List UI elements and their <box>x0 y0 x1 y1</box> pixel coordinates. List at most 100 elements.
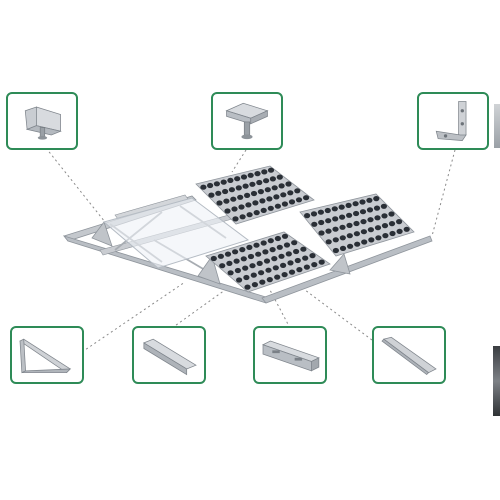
leg-left-front <box>91 221 113 247</box>
panel-cell <box>281 233 289 239</box>
panel-cell <box>246 212 253 218</box>
panel-cell <box>309 253 316 259</box>
panel-cell <box>388 221 396 227</box>
panel-cell <box>332 247 339 254</box>
panel-cell <box>280 262 287 268</box>
panel-cell <box>283 242 291 248</box>
leg-right-front <box>329 253 351 275</box>
panel-cell <box>294 257 301 264</box>
panel-cell <box>345 202 352 208</box>
panel-cell <box>257 189 264 195</box>
panel-cell <box>276 174 283 180</box>
panel-cell <box>288 199 296 205</box>
panel-cell <box>235 185 242 191</box>
panel-cell <box>271 256 278 262</box>
panel-cell <box>381 223 389 229</box>
panel-cell <box>388 211 395 217</box>
panel-cell <box>220 179 227 185</box>
panel-cell <box>381 213 388 219</box>
panel-cell <box>249 181 256 187</box>
panel-cell <box>267 167 275 173</box>
panel-cell <box>261 169 268 175</box>
panel-cell <box>219 263 226 269</box>
ground-frame <box>62 194 433 304</box>
panel-cell <box>303 264 310 270</box>
panel-cell <box>311 262 318 268</box>
callout-angle-rail <box>132 326 206 384</box>
panel-cell <box>210 255 217 262</box>
panel-cell <box>260 240 267 246</box>
panel-cell <box>311 221 318 227</box>
panel-cell <box>353 210 360 217</box>
panel-cell <box>295 197 303 203</box>
panel-cell <box>258 270 265 276</box>
panel-cell <box>288 269 296 275</box>
panel-cell <box>353 231 360 237</box>
panel-cell <box>281 201 288 207</box>
leg-mid-front <box>197 255 221 285</box>
panel-cell <box>242 265 249 271</box>
panel-cell <box>296 267 303 273</box>
panel-cell <box>325 218 332 224</box>
panel-cell <box>231 206 238 212</box>
panel-cell <box>200 184 207 190</box>
panel-cell <box>318 219 325 226</box>
panel-cell <box>332 226 339 232</box>
panel-cell <box>245 202 252 208</box>
panel-cell <box>331 206 338 212</box>
panel-cell <box>230 196 237 202</box>
panel-cell <box>368 237 375 243</box>
panel-cell <box>278 253 285 259</box>
panel-cell <box>396 219 403 225</box>
panel-cell <box>285 181 292 187</box>
panel-cell <box>294 188 301 194</box>
edge-strip-top <box>494 104 500 148</box>
callout-mounting-rail <box>253 326 327 384</box>
panel-cell <box>287 260 294 266</box>
panel-cell <box>217 253 224 259</box>
panel-cell <box>251 282 258 288</box>
panel-cell <box>374 225 382 231</box>
panel-cell <box>332 216 339 222</box>
panel-cell <box>262 249 269 255</box>
panel-cell <box>367 227 374 233</box>
leader-line-l-bracket <box>431 149 456 237</box>
panel-cell <box>222 188 229 195</box>
panel-cell <box>318 259 325 265</box>
callout-cross-brace <box>372 326 446 384</box>
panel-cell <box>208 192 215 198</box>
callout-l-bracket <box>417 92 489 150</box>
panel-cell <box>237 194 244 200</box>
panel-cell <box>250 272 257 278</box>
panel-cell <box>238 204 245 210</box>
panel-cell <box>265 267 272 273</box>
panel-cell <box>303 195 310 201</box>
panel-cell <box>227 270 234 276</box>
panel-cell <box>366 207 374 213</box>
mounting-rail-icon <box>262 340 320 372</box>
panel-cell <box>255 251 262 257</box>
panel-cell <box>266 196 273 202</box>
panel-cell <box>239 247 246 253</box>
panel-cell <box>325 228 332 234</box>
panel-cell <box>216 200 223 206</box>
panel-cell <box>240 174 248 180</box>
panel-cell <box>367 217 374 223</box>
panel-cell <box>338 204 345 210</box>
panel-cell <box>247 172 254 178</box>
callout-end-clamp <box>6 92 78 150</box>
panel-cell <box>234 267 241 274</box>
panel-cell <box>244 284 251 290</box>
panel-cell <box>247 253 255 260</box>
panel-cell <box>325 239 332 245</box>
panel-cell <box>339 224 346 230</box>
panel-cell <box>302 255 309 261</box>
panel-cell <box>243 274 250 281</box>
panel-cell <box>224 251 232 257</box>
leader-line-angle-rail <box>171 284 233 329</box>
panel-cell <box>339 245 347 251</box>
panel-cell <box>240 256 247 262</box>
panel-cell <box>346 212 353 218</box>
panel-cell <box>359 209 367 215</box>
